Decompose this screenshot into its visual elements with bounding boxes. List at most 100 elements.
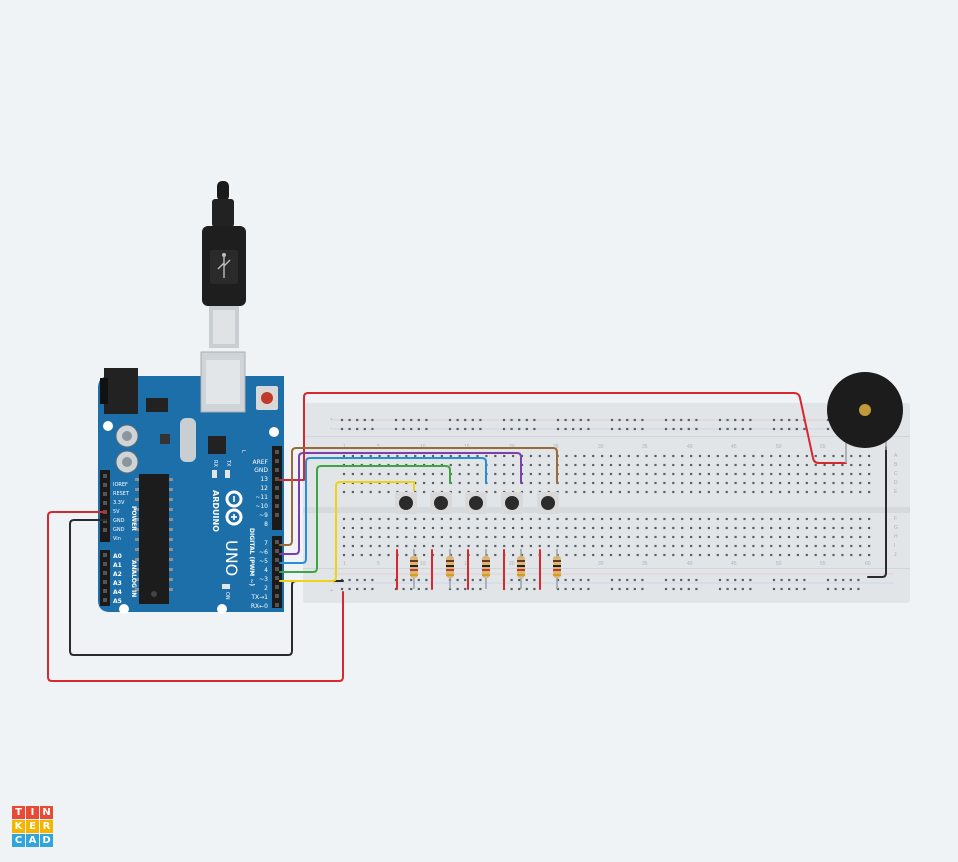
- breadboard-hole[interactable]: [538, 517, 541, 521]
- breadboard-hole[interactable]: [503, 472, 506, 476]
- breadboard-hole[interactable]: [859, 481, 862, 485]
- breadboard-hole[interactable]: [574, 526, 577, 530]
- breadboard-hole[interactable]: [503, 535, 506, 539]
- breadboard-hole[interactable]: [601, 526, 604, 530]
- breadboard-hole[interactable]: [587, 418, 590, 422]
- breadboard-hole[interactable]: [369, 553, 372, 557]
- arduino-uno-board[interactable]: IOREF RESET 3.3V 5V GND GND Vin A0 A1 A2…: [98, 351, 284, 614]
- breadboard-hole[interactable]: [627, 517, 630, 521]
- breadboard-hole[interactable]: [360, 535, 363, 539]
- resistor-1[interactable]: [410, 549, 418, 589]
- breadboard-hole[interactable]: [636, 526, 639, 530]
- breadboard-hole[interactable]: [464, 427, 467, 431]
- breadboard-hole[interactable]: [556, 544, 559, 548]
- breadboard-hole[interactable]: [565, 472, 568, 476]
- breadboard-hole[interactable]: [464, 418, 467, 422]
- breadboard-hole[interactable]: [627, 535, 630, 539]
- breadboard-hole[interactable]: [387, 472, 390, 476]
- breadboard-hole[interactable]: [857, 587, 860, 591]
- breadboard-hole[interactable]: [449, 544, 452, 548]
- breadboard-hole[interactable]: [592, 526, 595, 530]
- pushbutton-4[interactable]: [501, 492, 523, 514]
- breadboard-hole[interactable]: [464, 578, 467, 582]
- breadboard-hole[interactable]: [610, 587, 614, 591]
- breadboard-hole[interactable]: [627, 526, 630, 530]
- breadboard-hole[interactable]: [356, 418, 359, 422]
- wire-green[interactable]: [279, 465, 451, 573]
- breadboard-hole[interactable]: [803, 427, 806, 431]
- breadboard-hole[interactable]: [636, 481, 639, 485]
- breadboard-hole[interactable]: [565, 517, 568, 521]
- breadboard-hole[interactable]: [351, 490, 354, 494]
- breadboard-hole[interactable]: [440, 553, 443, 557]
- wire-yellow[interactable]: [279, 481, 415, 582]
- breadboard-hole[interactable]: [664, 418, 668, 422]
- breadboard-hole[interactable]: [654, 454, 657, 458]
- breadboard-hole[interactable]: [363, 578, 366, 582]
- breadboard-hole[interactable]: [529, 517, 532, 521]
- breadboard-hole[interactable]: [772, 427, 776, 431]
- breadboard-hole[interactable]: [440, 544, 443, 548]
- breadboard-hole[interactable]: [583, 472, 586, 476]
- breadboard-hole[interactable]: [641, 578, 644, 582]
- wire-red-5v[interactable]: [47, 511, 344, 682]
- breadboard-hole[interactable]: [716, 517, 719, 521]
- breadboard-hole[interactable]: [788, 587, 791, 591]
- breadboard-hole[interactable]: [351, 553, 354, 557]
- breadboard-hole[interactable]: [547, 517, 550, 521]
- breadboard-hole[interactable]: [574, 544, 577, 548]
- breadboard-hole[interactable]: [832, 526, 835, 530]
- breadboard-hole[interactable]: [456, 427, 459, 431]
- breadboard-hole[interactable]: [618, 463, 621, 467]
- breadboard-hole[interactable]: [471, 418, 474, 422]
- breadboard-hole[interactable]: [716, 535, 719, 539]
- breadboard-hole[interactable]: [698, 544, 702, 548]
- pushbutton-1[interactable]: [395, 492, 417, 514]
- breadboard-hole[interactable]: [431, 454, 435, 458]
- breadboard-hole[interactable]: [868, 481, 871, 485]
- breadboard-hole[interactable]: [826, 578, 830, 582]
- breadboard-hole[interactable]: [814, 463, 817, 467]
- breadboard-hole[interactable]: [707, 490, 710, 494]
- breadboard-hole[interactable]: [592, 535, 595, 539]
- breadboard-hole[interactable]: [636, 553, 639, 557]
- breadboard-hole[interactable]: [342, 544, 346, 548]
- breadboard-hole[interactable]: [387, 454, 390, 458]
- breadboard-hole[interactable]: [547, 481, 550, 485]
- breadboard-hole[interactable]: [417, 578, 420, 582]
- breadboard-hole[interactable]: [387, 544, 390, 548]
- breadboard-hole[interactable]: [458, 544, 461, 548]
- breadboard-hole[interactable]: [779, 517, 782, 521]
- breadboard-hole[interactable]: [609, 472, 613, 476]
- breadboard-hole[interactable]: [479, 427, 482, 431]
- breadboard-hole[interactable]: [565, 490, 568, 494]
- breadboard-hole[interactable]: [842, 587, 845, 591]
- breadboard-hole[interactable]: [503, 463, 506, 467]
- breadboard-hole[interactable]: [695, 578, 698, 582]
- breadboard-hole[interactable]: [672, 481, 675, 485]
- breadboard-hole[interactable]: [690, 535, 693, 539]
- breadboard-hole[interactable]: [512, 454, 515, 458]
- breadboard-hole[interactable]: [458, 553, 461, 557]
- breadboard-hole[interactable]: [471, 578, 474, 582]
- breadboard-hole[interactable]: [770, 526, 773, 530]
- breadboard-hole[interactable]: [538, 454, 541, 458]
- breadboard-hole[interactable]: [423, 454, 426, 458]
- breadboard-hole[interactable]: [529, 454, 532, 458]
- breadboard-hole[interactable]: [618, 553, 621, 557]
- breadboard-hole[interactable]: [868, 517, 871, 521]
- breadboard-hole[interactable]: [533, 418, 536, 422]
- breadboard-hole[interactable]: [832, 517, 835, 521]
- tinkercad-logo[interactable]: T I N K E R C A D: [12, 806, 53, 847]
- breadboard-hole[interactable]: [805, 535, 808, 539]
- breadboard-hole[interactable]: [761, 517, 764, 521]
- breadboard-hole[interactable]: [633, 578, 636, 582]
- breadboard-hole[interactable]: [627, 472, 630, 476]
- breadboard-hole[interactable]: [510, 427, 513, 431]
- breadboard-hole[interactable]: [626, 587, 629, 591]
- breadboard-hole[interactable]: [850, 490, 853, 494]
- breadboard-hole[interactable]: [342, 454, 346, 458]
- breadboard-hole[interactable]: [525, 578, 528, 582]
- breadboard-hole[interactable]: [849, 578, 852, 582]
